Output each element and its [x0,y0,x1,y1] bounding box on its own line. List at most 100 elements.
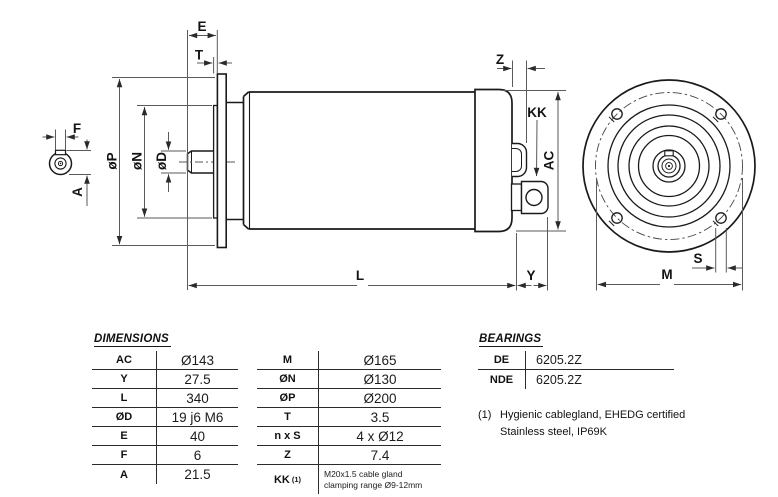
dim-label: ØD [92,408,157,426]
dim-value: 3.5 [370,409,390,425]
dim-value: 340 [186,390,209,406]
dim-label: L [92,389,157,407]
bearing-label: NDE [478,370,526,389]
dim-t [197,57,232,74]
dim-f [42,129,79,150]
dim-dia-d [161,132,186,192]
label-ac: AC [542,151,557,171]
table-row: DE 6205.2Z [478,351,674,370]
dimension-lines [42,30,743,291]
table-row: Z 7.4 [257,446,441,465]
footnote: (1) Hygienic cablegland, EHEDG certified… [478,407,685,441]
kk-value: M20x1.5 cable gland clamping range Ø9-12… [319,465,441,494]
kk-label-text: KK [273,473,290,486]
table-row: n x S 4 x Ø12 [257,427,441,446]
bearing-value: 6205.2Z [536,353,582,367]
dim-label: Y [92,370,157,388]
label-z: Z [496,52,504,67]
table-row: ØP Ø200 [257,389,441,408]
side-view [179,73,549,249]
footnote-text: Hygienic cablegland, EHEDG certified Sta… [500,407,685,441]
table-row: T 3.5 [257,408,441,427]
front-view [582,79,756,253]
bolt-holes [608,108,727,227]
dim-value: 21.5 [184,467,211,482]
footnote-marker: (1) [478,409,492,421]
dim-value: Ø165 [363,352,397,368]
label-dia-d: øD [154,152,169,170]
label-dia-p: øP [105,152,120,169]
dim-value: Ø143 [180,352,215,368]
dim-label-kk: KK(1) [257,465,319,494]
dim-kk [533,119,540,177]
cable-gland [510,180,549,215]
dim-l [188,233,517,291]
dim-label: AC [92,351,157,369]
technical-drawing: E T Z KK F L Y M S øP øN øD A AC [42,19,756,291]
label-t: T [195,48,204,63]
dim-value: 19 j6 M6 [171,409,224,425]
table-row-kk: KK(1) M20x1.5 cable gland clamping range… [257,465,441,494]
dim-label: T [257,408,319,426]
dim-a [66,139,91,206]
bearing-label: DE [478,351,526,369]
table-row: AC Ø143 [92,351,238,370]
dimensions-title: DIMENSIONS [94,333,171,347]
label-a: A [70,187,85,197]
label-m: M [661,267,672,282]
dim-value: Ø130 [363,371,397,387]
label-dia-n: øN [130,152,145,170]
dim-s [692,228,742,273]
bearings-title: BEARINGS [479,333,544,347]
label-e: E [197,19,206,34]
dim-value: 27.5 [184,371,211,387]
dim-value: Ø200 [363,390,397,406]
label-y: Y [526,268,535,283]
dim-label: M [257,351,319,369]
label-kk: KK [527,105,547,120]
label-s: S [693,251,702,266]
table-row: L 340 [92,389,238,408]
dim-dia-n [137,105,212,219]
dim-label: Z [257,446,319,464]
label-f: F [73,121,81,136]
table-row: E 40 [92,427,238,446]
keyway [664,150,674,157]
kk-value-line2: clamping range Ø9-12mm [324,479,423,490]
bolt-circle [595,92,743,240]
dim-label: n x S [257,427,319,445]
dim-e [187,30,218,290]
dim-dia-p [112,77,215,246]
dim-y [517,217,548,291]
dim-value: 6 [193,447,202,463]
dim-value: 7.4 [370,447,390,463]
rear-cap [474,88,513,233]
neck [226,101,244,221]
footnote-line1: Hygienic cablegland, EHEDG certified [500,409,686,421]
dim-label: E [92,427,157,445]
dim-label: ØN [257,370,319,388]
flange [216,73,227,249]
dimensions-table-right: M Ø165 ØN Ø130 ØP Ø200 T 3.5 n x S 4 x Ø12 Z 7… [257,351,441,494]
dim-label: F [92,446,157,464]
table-row: M Ø165 [257,351,441,370]
kk-value-line1: M20x1.5 cable gland [324,469,403,479]
kk-footnote-ref: (1) [291,475,302,484]
motor-body [242,91,475,230]
label-l: L [356,268,364,283]
dim-m [596,178,743,291]
dim-value: 40 [189,428,206,444]
dim-value: 4 x Ø12 [356,428,404,444]
keyway-front [54,149,67,156]
shaft-end-view [48,149,73,176]
table-row: Y 27.5 [92,370,238,389]
boss [512,142,528,178]
table-row: ØN Ø130 [257,370,441,389]
dim-label: ØP [257,389,319,407]
